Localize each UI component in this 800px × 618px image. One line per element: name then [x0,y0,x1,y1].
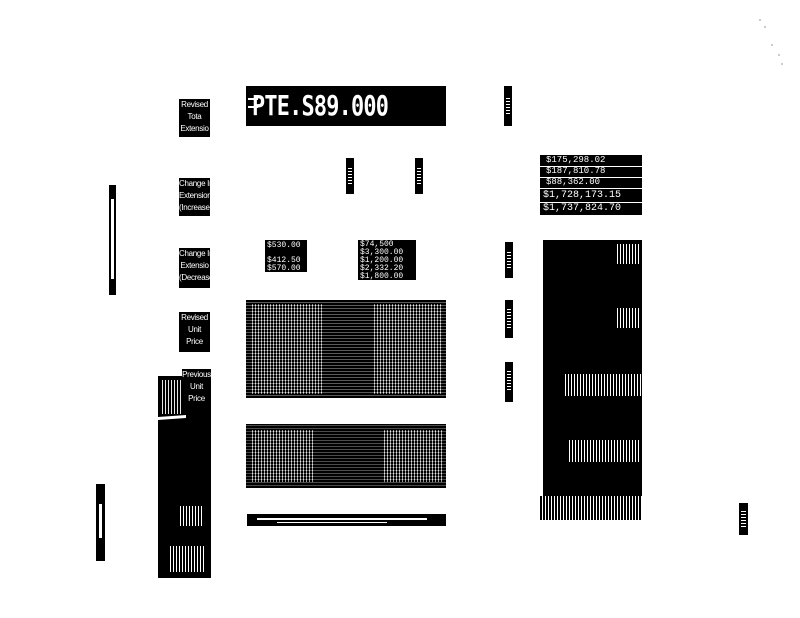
scan-speck [771,44,773,46]
column-marker [346,158,354,194]
right-total-footer [540,496,642,520]
column-marker [505,300,513,338]
right-amounts-box: $175,298.02 $187,810.78 $88,362.00 $1,72… [540,155,642,215]
label-change-extension-decrease: Change Ir Extensio (Decrease [179,248,210,288]
bottom-rule [247,514,446,526]
change-amount-left-2: $412.50 [267,256,301,265]
change-amount-right-3: $1,200.00 [360,256,404,265]
change-amount-left-3: $570.00 [267,264,301,272]
previous-unit-price-block [158,376,211,578]
change-amount-right-2: $3,300.00 [360,248,404,257]
label-revised-unit-price: Revised Unit Price [179,312,210,352]
scan-speck [764,26,766,28]
extension-table [246,424,446,488]
column-marker [415,158,423,194]
right-total-panel [543,240,642,508]
left-margin-bar-lower [96,484,105,561]
right-amount-5: $1,737,824.70 [543,203,622,214]
column-marker [505,362,513,402]
change-amount-left-1: $530.00 [267,241,301,250]
right-amount-1: $175,298.02 [546,156,606,165]
top-banner-value: PTE.S89.000 [252,89,389,122]
top-banner-box: PTE.S89.000 [246,86,446,126]
column-marker [505,242,513,278]
scan-speck [781,63,783,65]
left-margin-bar [109,185,116,295]
change-amount-right-5: $1,800.00 [360,272,404,280]
label-previous-unit-price: Previous Unit Price [182,369,211,407]
right-amount-3: $88,362.00 [546,178,601,187]
column-marker [504,86,512,126]
label-change-extension-increase: Change In Extension (Increase) [179,178,210,216]
unit-price-table [246,300,446,398]
right-amount-4: $1,728,173.15 [543,190,622,201]
change-amount-right-1: $74,500 [360,240,394,249]
column-marker [739,503,748,535]
scan-speck [759,19,761,21]
change-amounts-right-box: $74,500 $3,300.00 $1,200.00 $2,332.20 $1… [358,240,416,280]
change-amounts-left-box: $530.00 $412.50 $570.00 [265,240,307,272]
scan-speck [778,54,780,56]
right-amount-2: $187,810.78 [546,167,606,176]
label-revised-total-extension: Revised Tota Extensio [179,99,210,137]
change-amount-right-4: $2,332.20 [360,264,404,273]
